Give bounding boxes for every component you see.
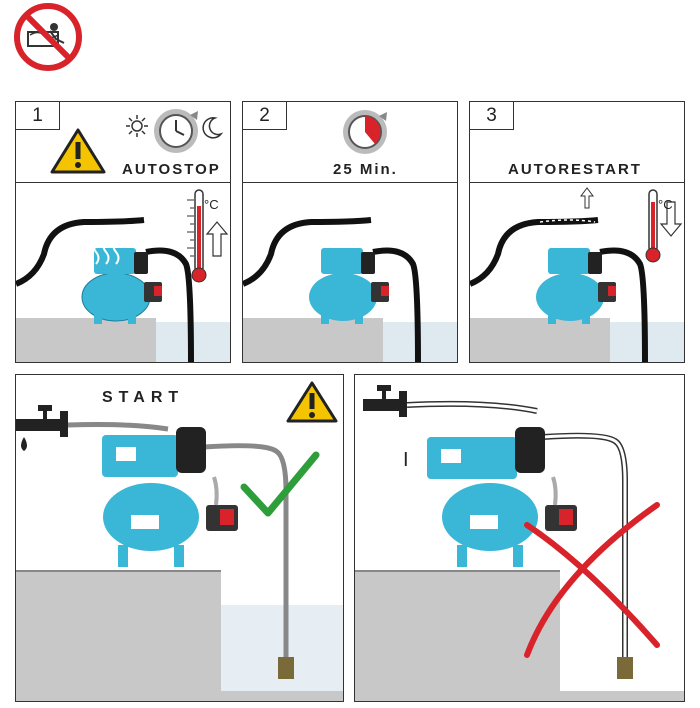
faucet-icon	[363, 385, 407, 417]
divider	[16, 182, 230, 183]
step-number: 1	[16, 102, 60, 130]
step-3-panel: 3 AUTORESTART °C	[469, 101, 685, 363]
switch-position-label: I	[403, 449, 409, 471]
incorrect-illustration	[355, 385, 684, 701]
sun-icon	[126, 115, 148, 137]
thermometer-unit: °C	[204, 197, 219, 212]
divider	[470, 182, 684, 183]
thermometer-unit: °C	[658, 197, 673, 212]
faucet-icon	[16, 405, 68, 451]
pump-illustration	[427, 427, 577, 567]
step-3-illustration	[470, 187, 684, 362]
step-2-illustration	[243, 110, 457, 362]
step-label: AUTOSTOP	[122, 161, 221, 178]
pump-illustration	[102, 427, 238, 567]
start-illustration	[16, 381, 343, 701]
clock-icon	[154, 109, 198, 153]
timer-icon	[343, 110, 387, 154]
arrow-up-icon	[580, 187, 594, 209]
thermometer-icon	[645, 189, 661, 263]
thermometer-icon	[187, 189, 207, 283]
start-label: START	[102, 389, 185, 406]
arrow-up-icon	[205, 221, 229, 257]
divider	[243, 182, 457, 183]
moon-icon	[202, 117, 224, 139]
steam-icon	[82, 239, 120, 265]
pump-illustration	[309, 248, 389, 324]
step-1-illustration	[16, 109, 230, 362]
step-2-panel: 2 25 Min.	[242, 101, 458, 363]
step-label: AUTORESTART	[508, 161, 642, 178]
warning-icon	[286, 381, 338, 423]
incorrect-start-panel: I	[354, 374, 685, 702]
pump-illustration	[536, 248, 616, 324]
warning-icon	[50, 128, 106, 174]
step-number: 2	[243, 102, 287, 130]
step-label: 25 Min.	[333, 161, 398, 178]
pump-illustration	[81, 248, 162, 324]
checkmark-icon	[240, 451, 320, 517]
step-1-panel: 1 AUTOSTOP	[15, 101, 231, 363]
arrow-down-icon	[659, 201, 683, 237]
cross-icon	[524, 502, 660, 658]
correct-start-panel: START	[15, 374, 344, 702]
step-number: 3	[470, 102, 514, 130]
